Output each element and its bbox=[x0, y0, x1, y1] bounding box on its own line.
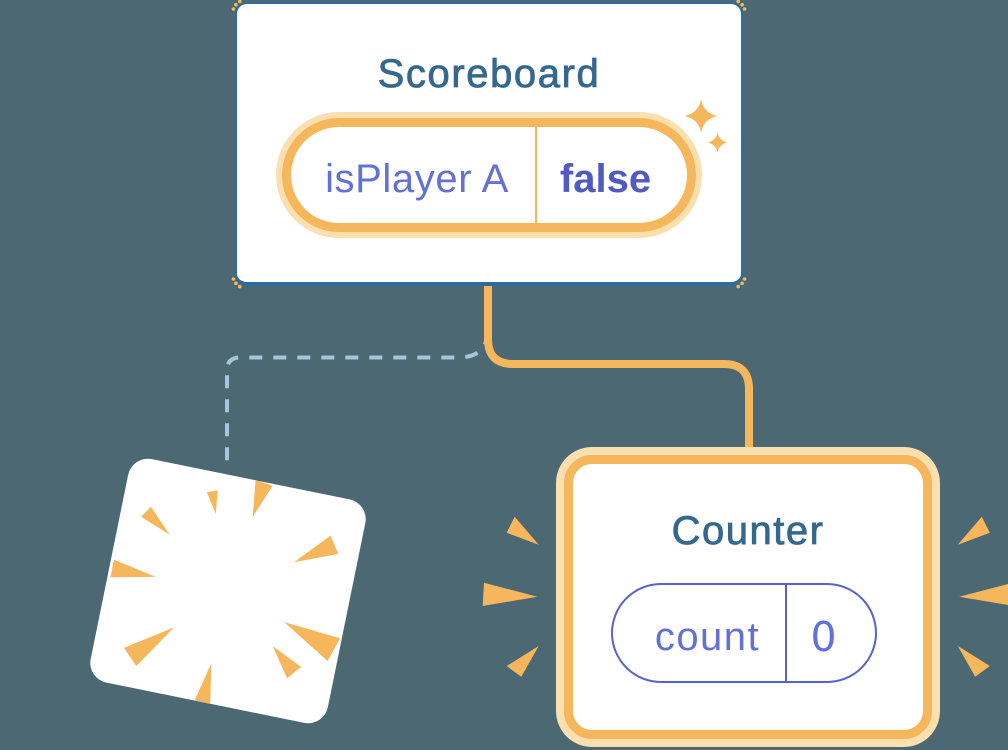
state-key-label: isPlayer A bbox=[325, 156, 509, 201]
state-value-label: 0 bbox=[810, 613, 837, 661]
emphasis-burst-icon bbox=[482, 516, 539, 677]
state-value-label: false bbox=[559, 156, 652, 201]
scoreboard-card: Scoreboard isPlayer A false bbox=[235, 2, 743, 286]
destroyed-component-card bbox=[86, 455, 370, 727]
dashed-connector bbox=[225, 327, 490, 468]
scoreboard-state-pill: isPlayer A false bbox=[282, 118, 696, 232]
counter-card: Counter count 0 bbox=[564, 455, 932, 739]
state-key-label: count bbox=[654, 615, 761, 659]
emphasis-burst-icon bbox=[957, 516, 1008, 677]
orange-connector bbox=[484, 278, 753, 460]
counter-state-pill: count 0 bbox=[611, 583, 877, 683]
scoreboard-title: Scoreboard bbox=[377, 52, 601, 96]
counter-title: Counter bbox=[671, 509, 825, 553]
pill-divider bbox=[535, 127, 537, 223]
pill-divider bbox=[785, 585, 787, 681]
